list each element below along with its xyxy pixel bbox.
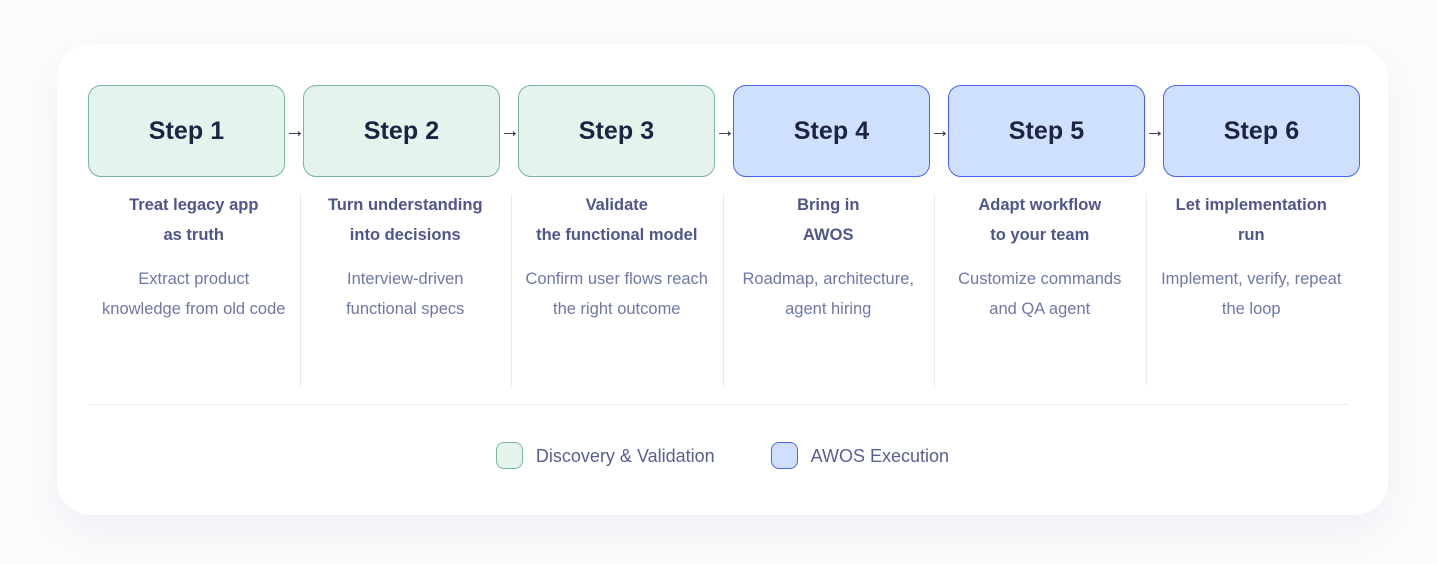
- step-column-4: Step 4: [733, 85, 930, 177]
- step-description-4: Bring in AWOS Roadmap, architecture, age…: [722, 190, 935, 387]
- step-card-3[interactable]: Step 3: [518, 85, 715, 177]
- step-card-2[interactable]: Step 2: [303, 85, 500, 177]
- step-body-5: Customize commands and QA agent: [958, 270, 1122, 319]
- step-card-label-4: Step 4: [793, 116, 870, 145]
- arrow-right-icon-5: →: [1145, 120, 1165, 142]
- step-card-label-3: Step 3: [578, 116, 655, 145]
- legend-label-discovery: Discovery & Validation: [535, 445, 715, 466]
- step-body-3: Confirm user flows reach the right outco…: [525, 270, 708, 319]
- step-column-6: Step 6: [1163, 85, 1360, 177]
- step-body-2: Interview-driven functional specs: [346, 270, 465, 319]
- step-description-5: Adapt workflow to your team Customize co…: [934, 190, 1146, 387]
- step-card-label-6: Step 6: [1223, 116, 1300, 145]
- arrow-right-icon-3: →: [715, 120, 735, 142]
- step-body-4: Roadmap, architecture, agent hiring: [742, 270, 914, 319]
- legend-item-awos: AWOS Execution: [770, 442, 950, 469]
- legend-divider: [88, 404, 1349, 405]
- step-card-5[interactable]: Step 5: [948, 85, 1145, 177]
- legend-swatch-awos-icon: [770, 442, 798, 469]
- step-column-5: Step 5: [948, 85, 1145, 177]
- step-description-6: Let implementation run Implement, verify…: [1145, 190, 1358, 387]
- legend: Discovery & Validation AWOS Execution: [57, 442, 1388, 469]
- step-card-label-5: Step 5: [1008, 116, 1085, 145]
- step-body-1: Extract product knowledge from old code: [102, 270, 286, 319]
- arrow-right-icon-1: →: [285, 120, 305, 142]
- step-title-1: Treat legacy app as truth: [129, 196, 259, 245]
- step-description-1: Treat legacy app as truth Extract produc…: [88, 190, 300, 324]
- step-title-2: Turn understanding into decisions: [327, 196, 483, 245]
- step-card-6[interactable]: Step 6: [1163, 85, 1360, 177]
- step-card-label-1: Step 1: [148, 116, 225, 145]
- step-description-3: Validate the functional model Confirm us…: [511, 190, 723, 387]
- process-flow-panel: Step 1 → Step 2 → Step 3 → Step 4: [57, 44, 1388, 515]
- step-column-3: Step 3: [518, 85, 715, 177]
- legend-label-awos: AWOS Execution: [810, 445, 950, 466]
- step-title-3: Validate the functional model: [536, 196, 698, 245]
- legend-swatch-discovery-icon: [495, 442, 523, 469]
- step-card-4[interactable]: Step 4: [733, 85, 930, 177]
- step-column-1: Step 1: [88, 85, 285, 177]
- step-title-6: Let implementation run: [1175, 196, 1327, 245]
- step-descriptions-row: Treat legacy app as truth Extract produc…: [88, 190, 1358, 387]
- step-description-2: Turn understanding into decisions Interv…: [299, 190, 512, 387]
- step-body-6: Implement, verify, repeat the loop: [1161, 270, 1342, 319]
- step-card-1[interactable]: Step 1: [88, 85, 285, 177]
- steps-row: Step 1 → Step 2 → Step 3 → Step 4: [88, 85, 1360, 177]
- step-card-label-2: Step 2: [363, 116, 440, 145]
- step-title-4: Bring in AWOS: [797, 196, 860, 245]
- step-column-2: Step 2: [303, 85, 500, 177]
- arrow-right-icon-4: →: [930, 120, 950, 142]
- arrow-right-icon-2: →: [500, 120, 520, 142]
- step-title-5: Adapt workflow to your team: [978, 196, 1102, 245]
- legend-item-discovery: Discovery & Validation: [495, 442, 715, 469]
